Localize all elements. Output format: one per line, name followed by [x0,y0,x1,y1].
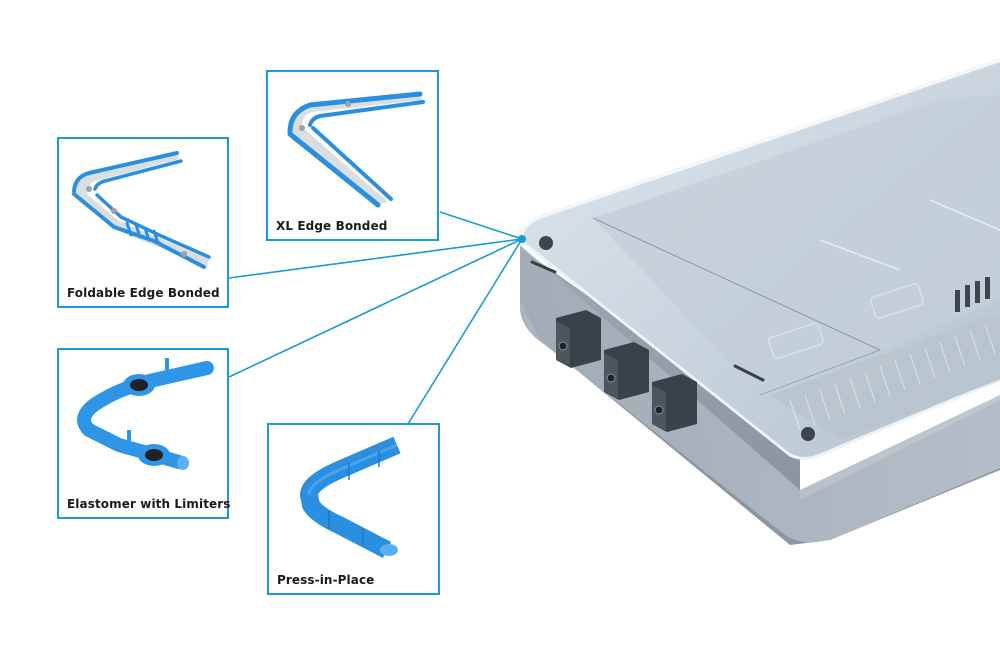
callout-label-xl-edge-bonded: XL Edge Bonded [276,219,388,233]
foldable-edge-bonded-seal-icon [72,151,211,269]
callout-box-press-in-place: Press-in-Place [267,423,440,595]
leader-lines [228,211,523,425]
connector-port [556,310,601,368]
callout-box-foldable-edge-bonded: Foldable Edge Bonded [57,137,229,308]
housing-body [518,58,1000,545]
connector-port [652,374,697,432]
callout-box-elastomer-with-limiters: Elastomer with Limiters [57,348,231,519]
callout-label-foldable-edge-bonded: Foldable Edge Bonded [67,286,220,300]
press-in-place-seal-icon [300,436,401,558]
leader-line-press-in-place [407,238,523,425]
callout-box-xl-edge-bonded: XL Edge Bonded [266,70,439,241]
callout-label-press-in-place: Press-in-Place [277,573,375,587]
heatsink-fins [770,315,1000,440]
callout-origin-dot [518,235,526,243]
leader-line-xl-edge-bonded [439,211,523,240]
connector-ports [556,310,697,432]
leader-line-foldable-edge-bonded [228,238,523,279]
leader-line-elastomer [228,238,523,378]
callout-label-elastomer-with-limiters: Elastomer with Limiters [67,497,231,511]
elastomer-with-limiters-seal-icon [77,358,214,470]
xl-edge-bonded-seal-icon [287,91,425,208]
connector-port [604,342,649,400]
